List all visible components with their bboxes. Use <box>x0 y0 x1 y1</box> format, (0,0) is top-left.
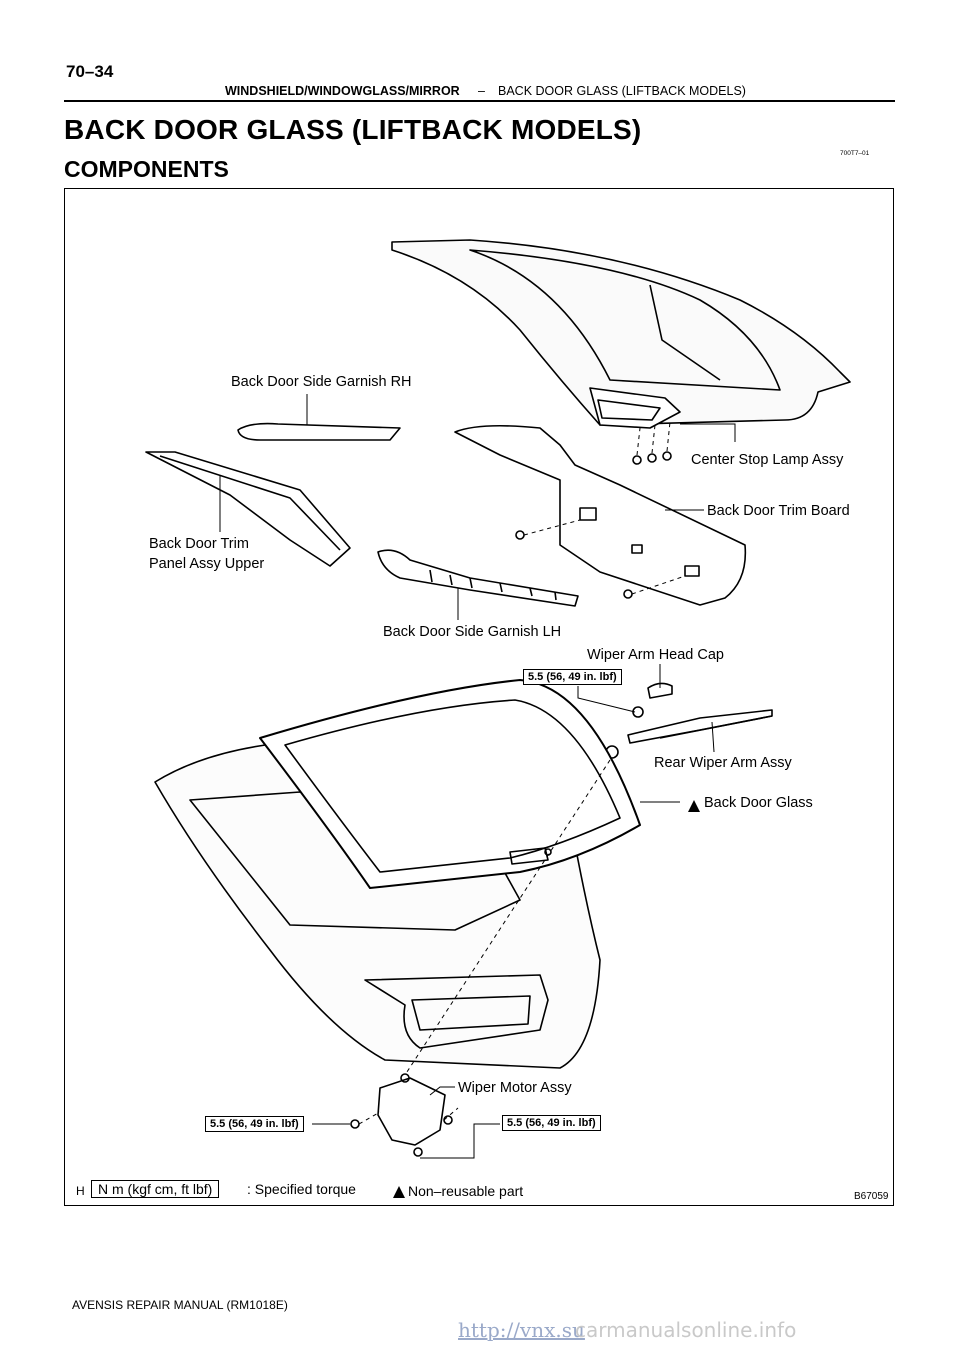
watermark-site: carmanualsonline.info <box>575 1318 797 1342</box>
footer-manual-name: AVENSIS REPAIR MANUAL (RM1018E) <box>72 1298 288 1312</box>
legend-torque-text: : Specified torque <box>247 1181 356 1197</box>
trim-panel-upper-drawing <box>145 451 351 567</box>
label-trim-board: Back Door Trim Board <box>707 503 850 519</box>
trim-board-drawing <box>454 424 747 606</box>
running-header-subsection: BACK DOOR GLASS (LIFTBACK MODELS) <box>498 84 746 98</box>
document-code: 700T7–01 <box>840 150 870 157</box>
label-wiper-arm-head-cap: Wiper Arm Head Cap <box>587 647 724 663</box>
running-header-section: WINDSHIELD/WINDOWGLASS/MIRROR <box>225 84 460 98</box>
spoiler-drawing <box>391 239 851 426</box>
label-rear-wiper-arm: Rear Wiper Arm Assy <box>654 755 792 771</box>
label-trim-panel-line1: Back Door Trim <box>149 536 249 552</box>
figure-id: B67059 <box>854 1191 889 1202</box>
wiper-motor-drawing <box>350 1073 453 1157</box>
center-stop-lamp-drawing <box>589 387 681 465</box>
leader-lines <box>219 394 736 1159</box>
torque-motor-left: 5.5 (56, 49 in. lbf) <box>205 1116 304 1132</box>
components-figure <box>64 188 894 1206</box>
label-wiper-motor: Wiper Motor Assy <box>458 1080 572 1096</box>
legend-nonreusable-text: Non–reusable part <box>408 1183 524 1199</box>
nonreusable-markers <box>393 800 700 1198</box>
side-garnish-lh-drawing <box>377 549 579 607</box>
assembly-dashed-lines <box>358 421 686 1125</box>
legend-unit-box: N m (kgf cm, ft lbf) <box>91 1180 220 1198</box>
label-side-garnish-rh: Back Door Side Garnish RH <box>231 374 412 390</box>
watermark-link[interactable]: http://vnx.su <box>458 1318 585 1342</box>
label-side-garnish-lh: Back Door Side Garnish LH <box>383 624 562 640</box>
page-number: 70–34 <box>66 62 114 81</box>
running-header-separator: – <box>478 84 485 98</box>
side-garnish-rh-drawing <box>237 422 401 441</box>
label-center-stop-lamp: Center Stop Lamp Assy <box>691 452 844 468</box>
back-door-glass-drawing <box>259 679 641 889</box>
torque-wiper-arm: 5.5 (56, 49 in. lbf) <box>523 669 622 685</box>
torque-motor-right: 5.5 (56, 49 in. lbf) <box>502 1115 601 1131</box>
wiper-arm-drawing <box>605 682 773 759</box>
page-title: BACK DOOR GLASS (LIFTBACK MODELS) <box>64 114 642 145</box>
header-rule <box>64 100 895 102</box>
legend-prefix: H <box>76 1184 85 1198</box>
label-back-door-glass: Back Door Glass <box>704 795 813 811</box>
section-heading: COMPONENTS <box>64 156 229 182</box>
label-trim-panel-line2: Panel Assy Upper <box>149 556 265 572</box>
